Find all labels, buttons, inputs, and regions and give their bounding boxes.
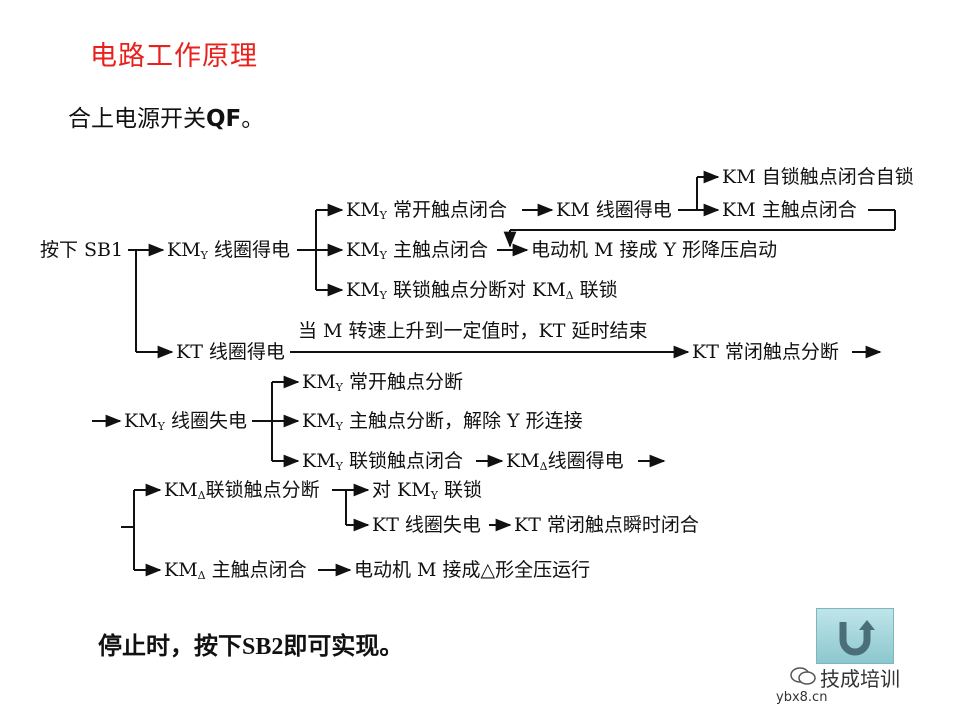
kmy-no-contact-break: KMY 常开触点分断	[302, 371, 463, 394]
kmy-no-contact-close: KMY 常开触点闭合	[346, 199, 507, 222]
press-sb1: 按下 SB1	[40, 239, 124, 261]
motor-delta-run: 电动机 M 接成△形全压运行	[354, 559, 591, 581]
footer-note: 停止时，按下SB2即可实现。	[98, 632, 404, 660]
motor-y-start: 电动机 M 接成 Y 形降压启动	[531, 239, 778, 261]
subtitle: 合上电源开关QF。	[68, 106, 265, 132]
kmy-coil-on: KMY 线圈得电	[167, 239, 290, 262]
kmy-coil-off: KMY 线圈失电	[124, 410, 247, 433]
kt-coil-on: KT 线圈得电	[176, 341, 285, 363]
return-arrow-icon	[839, 620, 875, 656]
speed-note: 当 M 转速上升到一定值时，KT 延时结束	[298, 320, 648, 342]
return-button[interactable]	[816, 608, 894, 664]
kt-coil-off: KT 线圈失电	[372, 514, 481, 536]
page-title: 电路工作原理	[90, 41, 258, 72]
kt-nc-instant-close: KT 常闭触点瞬时闭合	[514, 514, 699, 536]
kmy-interlock-break: KMY 联锁触点分断对 KMΔ 联锁	[346, 279, 618, 302]
watermark-site: ybx8.cn	[776, 690, 828, 705]
kmy-main-contact-break: KMY 主触点分断，解除 Y 形连接	[302, 410, 583, 433]
watermark-brand: 技成培训	[820, 667, 900, 691]
kmd-interlock-break: KMΔ联锁触点分断	[164, 479, 320, 502]
kmd-coil-on: KMΔ线圈得电	[506, 450, 624, 473]
kmd-main-contact-close: KMΔ 主触点闭合	[164, 559, 307, 582]
wechat-icon	[790, 667, 816, 685]
km-self-lock: KM 自锁触点闭合自锁	[722, 166, 914, 188]
km-main-contact-close: KM 主触点闭合	[722, 199, 857, 221]
kt-nc-contact-break: KT 常闭触点分断	[692, 341, 839, 363]
to-kmy-interlock: 对 KMY 联锁	[372, 479, 483, 502]
kmy-interlock-close: KMY 联锁触点闭合	[302, 450, 463, 473]
kmy-main-contact-close: KMY 主触点闭合	[346, 239, 488, 262]
km-coil-on: KM 线圈得电	[556, 199, 672, 221]
